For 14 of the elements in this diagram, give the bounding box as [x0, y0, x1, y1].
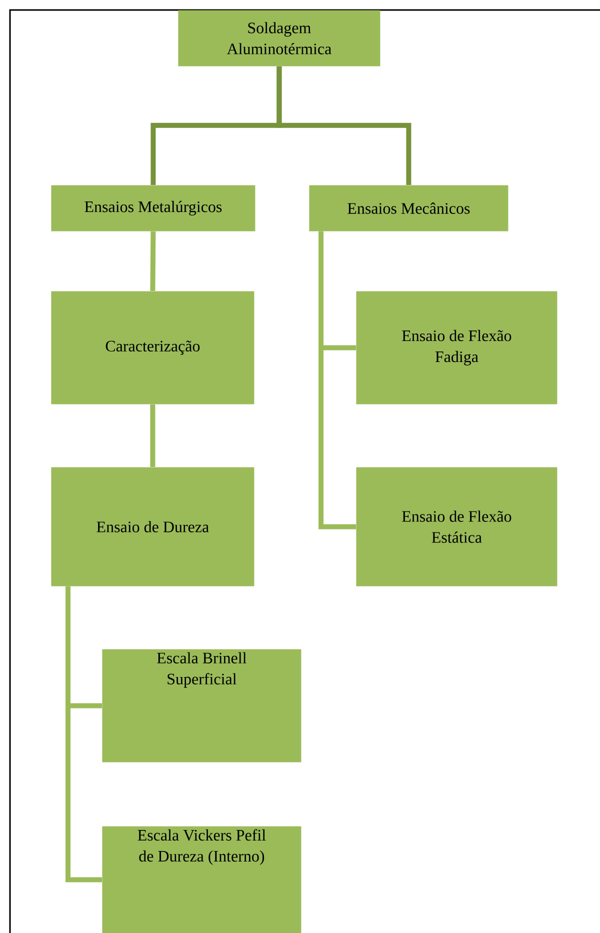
connector-line [66, 586, 102, 882]
process-box: Escala Vickers Pefil de Dureza (Interno) [102, 826, 302, 933]
process-box: Ensaio de Flexão Estática [356, 467, 558, 586]
connector-line [318, 231, 356, 530]
process-box: Ensaios Metalúrgicos [51, 185, 256, 232]
connector-line [276, 66, 412, 185]
process-box: Caracterização [51, 291, 254, 404]
process-box: Ensaio de Flexão Fadiga [356, 291, 558, 404]
process-box: Soldagem Aluminotérmica [178, 10, 380, 66]
process-box: Ensaio de Dureza [51, 467, 254, 586]
process-box: Ensaios Mecânicos [309, 185, 508, 232]
connector-line [150, 404, 156, 467]
process-box: Escala Brinell Superficial [102, 649, 302, 762]
connector-line [150, 231, 156, 292]
